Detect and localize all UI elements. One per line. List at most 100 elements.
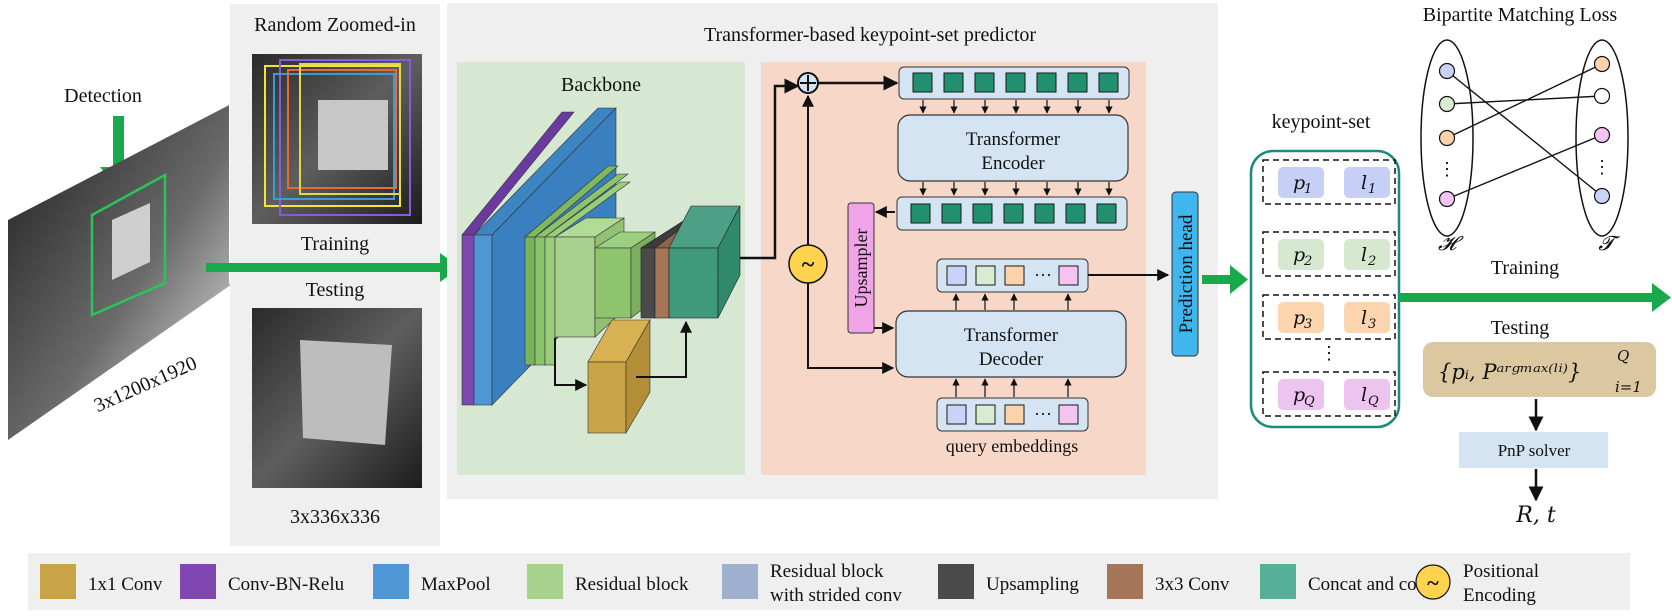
feature-token (974, 72, 995, 93)
keypoint-label-sub: 1 (1368, 182, 1376, 197)
bipartite-matching: Bipartite Matching Loss ⋮ ⋮ 𝓗 𝓣 (1420, 4, 1629, 255)
encoder-label-line1: Transformer (966, 129, 1061, 150)
detection-box (90, 172, 167, 317)
legend-swatch (938, 564, 974, 599)
prediction-head (1171, 191, 1199, 357)
target-set-symbol: 𝓣 (1598, 231, 1620, 255)
feature-token (1067, 72, 1088, 93)
feature-token (1098, 72, 1119, 93)
target-node (1593, 55, 1611, 73)
keypoint-position-sub: Q (1304, 394, 1315, 409)
pose-formula: {pᵢ, Pᵃʳᵍᵐᵃˣ⁽ˡⁱ⁾} (1438, 360, 1581, 384)
legend-swatch (527, 564, 563, 599)
legend-swatch (373, 564, 409, 599)
keypoint-label-cell (1344, 379, 1390, 410)
legend-label: Positional (1463, 561, 1539, 582)
left-nodes (1438, 62, 1456, 208)
legend-label: MaxPool (421, 574, 491, 595)
keypoint-position-text: p (1293, 384, 1305, 406)
query-ellipsis: ··· (1034, 404, 1052, 424)
keypoint-position-text: p (1293, 307, 1305, 329)
legend-items: 1x1 Conv Conv-BN-Relu MaxPool Residual bloc… (40, 561, 1539, 606)
keypoint-label-sub: Q (1368, 394, 1379, 409)
pose-formula-sup: Q (1617, 347, 1629, 365)
crop-panel: Random Zoomed-in Training Testing 3x336x… (230, 4, 440, 546)
keypoint-label-sub: 3 (1368, 317, 1376, 332)
legend-label: Upsampling (986, 574, 1079, 595)
crop-title: Random Zoomed-in (254, 14, 416, 36)
backbone-label: Backbone (561, 74, 641, 96)
prediction-node (1438, 190, 1456, 208)
target-set-ellipse (1575, 39, 1629, 237)
query-token (1058, 404, 1079, 425)
decoder-output-query-row: ··· (946, 265, 1079, 286)
legend-swatch (180, 564, 216, 599)
decoder-arrows (952, 293, 1072, 397)
keypoint-label-cell (1344, 302, 1390, 333)
keypoint-label-text: l (1361, 384, 1367, 406)
output-section: Training Testing {pᵢ, Pᵃʳᵍᵐᵃˣ⁽ˡⁱ⁾} Q i=1… (1399, 257, 1671, 528)
query-token (975, 265, 996, 286)
left-vdots: ⋮ (1438, 159, 1456, 179)
keypoint-position-cell (1278, 302, 1324, 333)
feature-token (1096, 203, 1117, 224)
query-token (975, 404, 996, 425)
keypoint-label-cell (1344, 239, 1390, 270)
feature-token (1065, 203, 1086, 224)
query-embeddings-label: query embeddings (946, 436, 1078, 456)
predicted-set-symbol: 𝓗 (1438, 231, 1464, 255)
target-node (1593, 187, 1611, 205)
prediction-arrow (1202, 265, 1248, 294)
keypoint-position-text: p (1293, 172, 1305, 194)
detection-section: Detection 3x1200x1920 (8, 85, 235, 440)
pose-formula-box (1423, 342, 1656, 397)
query-token (946, 404, 967, 425)
legend-label: Residual block (575, 574, 689, 595)
positional-encoding-symbol: ~ (802, 252, 815, 278)
feature-token (1034, 203, 1055, 224)
crop-size-label: 3x336x336 (290, 506, 380, 528)
legend-label: Conv-BN-Relu (228, 574, 345, 595)
predictor-title: Transformer-based keypoint-set predictor (704, 24, 1036, 46)
feature-token (941, 203, 962, 224)
crop-testing-label: Testing (306, 279, 365, 301)
keypoint-position-sub: 3 (1304, 317, 1312, 332)
query-token (1004, 265, 1025, 286)
pnp-solver-box (1459, 432, 1608, 468)
legend-label: 3x3 Conv (1155, 574, 1230, 595)
feature-token (1003, 203, 1024, 224)
right-nodes (1593, 55, 1611, 205)
legend-swatch (40, 564, 76, 599)
encoder-label-line2: Encoder (981, 153, 1045, 174)
feature-token (1005, 72, 1026, 93)
legend-swatch (722, 564, 758, 599)
feature-token (1036, 72, 1057, 93)
legend-label-line2: Encoding (1463, 585, 1536, 606)
upsampler (847, 202, 875, 334)
query-token (1058, 265, 1079, 286)
matching-edges (1446, 63, 1603, 200)
keypoint-label-text: l (1361, 244, 1367, 266)
transformer-encoder (897, 114, 1129, 182)
query-embedding-row: ··· (946, 404, 1079, 425)
keypoint-label-text: l (1361, 307, 1367, 329)
keypoint-row (1262, 159, 1396, 205)
prediction-head-label: Prediction head (1176, 214, 1197, 333)
legend-swatch (1260, 564, 1296, 599)
feature-token (943, 72, 964, 93)
prediction-node (1438, 129, 1456, 147)
encoder-input-token-row (912, 72, 1119, 93)
matching-title: Bipartite Matching Loss (1423, 4, 1618, 26)
keypoint-label-cell (1344, 167, 1390, 198)
pose-formula-sub: i=1 (1615, 378, 1642, 396)
prediction-node (1438, 62, 1456, 80)
keypoint-position-sub: 2 (1303, 254, 1312, 269)
legend-label: 1x1 Conv (88, 574, 163, 595)
decoder-label-line2: Decoder (979, 349, 1044, 370)
query-ellipsis: ··· (1034, 265, 1052, 285)
detection-label: Detection (64, 85, 142, 107)
predicted-set-ellipse (1420, 39, 1474, 237)
query-token (1004, 404, 1025, 425)
keypoint-position-cell (1278, 379, 1324, 410)
